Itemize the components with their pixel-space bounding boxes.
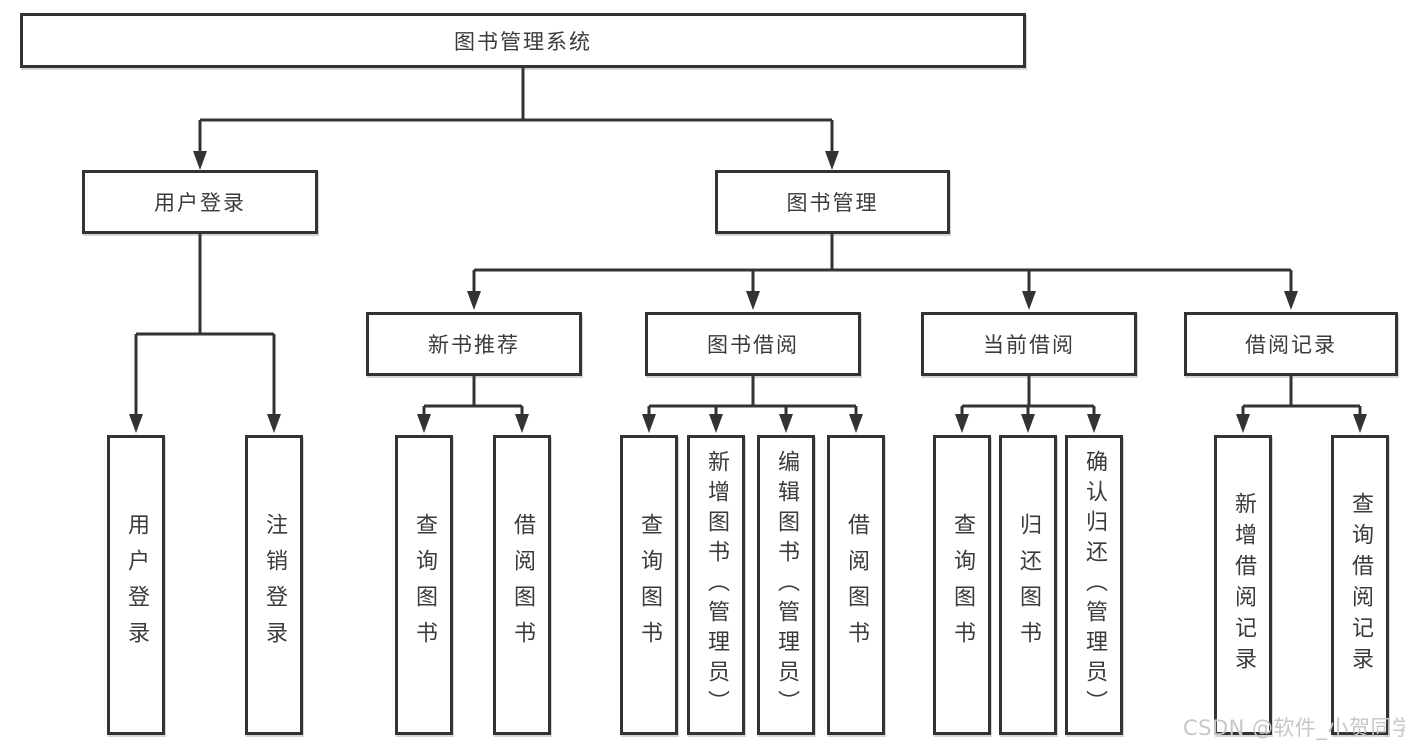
leaf-return-book: 归还图书 [999, 435, 1057, 735]
node-label: 用户登录 [154, 191, 246, 215]
node-book-management: 图书管理 [715, 170, 950, 234]
leaf-add-book-admin: 新增图书（管理员） [687, 435, 745, 735]
csdn-watermark: CSDN @软件_小贺同学 [1183, 716, 1405, 740]
node-label: 图书管理系统 [454, 29, 592, 54]
node-current-borrow: 当前借阅 [921, 312, 1137, 376]
leaf-label: 确认归还（管理员） [1082, 450, 1107, 720]
node-new-book-recommend: 新书推荐 [366, 312, 582, 376]
node-book-borrow: 图书借阅 [645, 312, 861, 376]
leaf-borrow-books: 借阅图书 [493, 435, 551, 735]
node-label: 当前借阅 [983, 333, 1075, 357]
leaf-label: 编辑图书（管理员） [774, 450, 799, 720]
leaf-label: 新增借阅记录 [1231, 492, 1256, 678]
leaf-label: 查询图书 [637, 513, 662, 657]
leaf-borrow-books-2: 借阅图书 [827, 435, 885, 735]
node-library-management-system: 图书管理系统 [20, 13, 1026, 68]
leaf-edit-book-admin: 编辑图书（管理员） [757, 435, 815, 735]
leaf-label: 用户登录 [124, 513, 149, 657]
leaf-label: 借阅图书 [844, 513, 869, 657]
arrowheads [129, 151, 1367, 433]
leaf-label: 归还图书 [1016, 513, 1041, 657]
leaf-label: 查询图书 [412, 513, 437, 657]
leaf-query-books: 查询图书 [395, 435, 453, 735]
leaf-query-books-2: 查询图书 [620, 435, 678, 735]
leaf-query-books-3: 查询图书 [933, 435, 991, 735]
leaf-logout: 注销登录 [245, 435, 303, 735]
leaf-label: 借阅图书 [510, 513, 535, 657]
leaf-add-borrow-record: 新增借阅记录 [1214, 435, 1272, 735]
node-borrow-records: 借阅记录 [1184, 312, 1398, 376]
node-label: 图书借阅 [707, 333, 799, 357]
node-label: 新书推荐 [428, 333, 520, 357]
leaf-query-borrow-record: 查询借阅记录 [1331, 435, 1389, 735]
leaf-label: 查询借阅记录 [1348, 492, 1373, 678]
leaf-user-login: 用户登录 [107, 435, 165, 735]
leaf-label: 查询图书 [950, 513, 975, 657]
node-label: 借阅记录 [1245, 333, 1337, 357]
leaf-confirm-return-admin: 确认归还（管理员） [1065, 435, 1123, 735]
leaf-label: 新增图书（管理员） [704, 450, 729, 720]
leaf-label: 注销登录 [262, 513, 287, 657]
node-label: 图书管理 [786, 191, 879, 215]
node-user-login: 用户登录 [82, 170, 318, 234]
